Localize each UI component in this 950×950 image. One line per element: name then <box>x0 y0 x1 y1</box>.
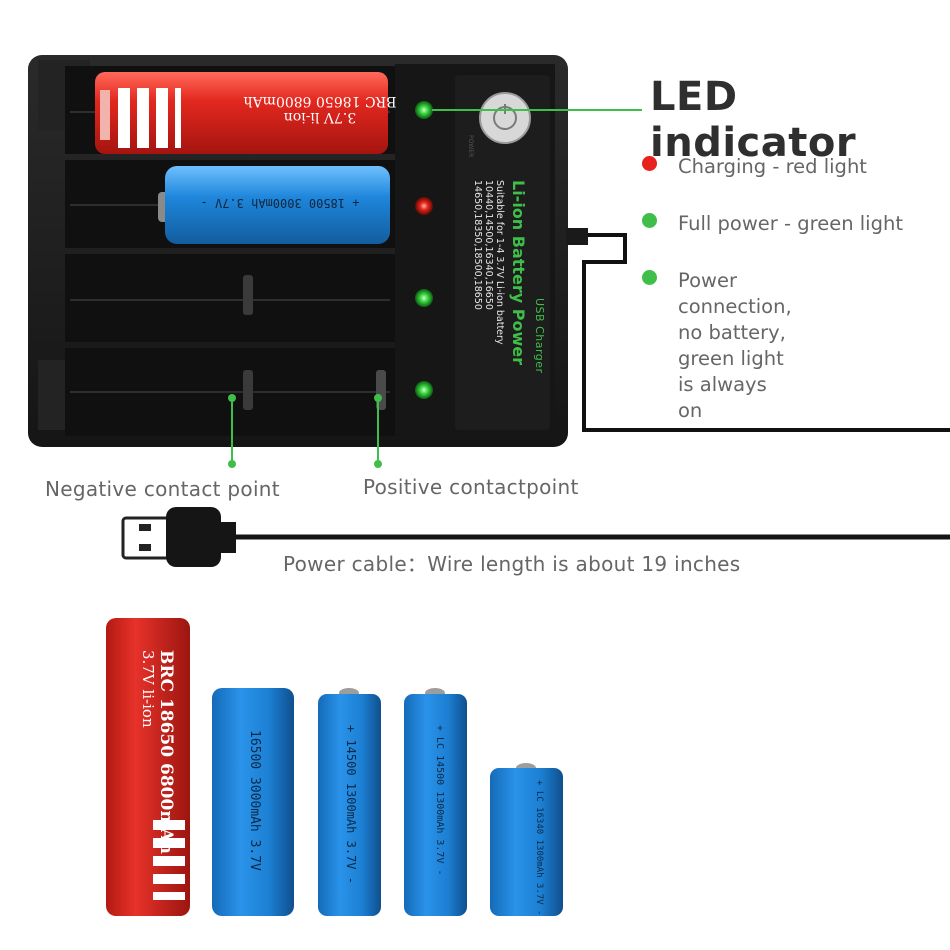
battery-blue-16340 <box>490 763 563 916</box>
legend-full-text: Full power - green light <box>678 212 903 235</box>
slot-battery-blue <box>158 166 390 244</box>
slot-battery-red-label: 3.7V li-ion BRC 18650 6800mAh <box>230 93 410 125</box>
green-dot-icon <box>642 213 657 228</box>
battery-14500-a-label: + 14500 1300mAh 3.7V - <box>344 725 358 884</box>
charger-sizes-line-1: 10440,14500,16340,16650 <box>483 180 494 310</box>
battery-14500-b-label: + LC 14500 1300mAh 3.7V - <box>434 725 445 876</box>
power-button <box>479 92 531 144</box>
led-lights <box>415 101 433 399</box>
charger-suitable-text: Suitable for 1-4 3.7V Li-ion battery 104… <box>472 180 505 345</box>
battery-blue-14500-a <box>318 688 381 916</box>
battery-red-sub: 3.7V li-ion <box>139 650 157 728</box>
battery-red-label: BRC 18650 6800mAh <box>156 650 176 854</box>
charger-text-group: USB Charger <box>526 78 546 438</box>
slot-battery-red-sub: 3.7V li-ion <box>283 109 357 125</box>
slot-battery-red <box>95 72 388 154</box>
charger-title: Li-ion Battery Power <box>509 180 528 365</box>
charger-title-text: Li-ion Battery Power <box>509 180 528 366</box>
charger-suitable-line: Suitable for 1-4 3.7V Li-ion battery <box>494 180 505 345</box>
charger-usb-label: USB Charger <box>533 298 546 374</box>
red-dot-icon <box>642 156 657 171</box>
legend-charging-text: Charging - red light <box>678 155 867 178</box>
battery-16500-label: 16500 3000mAh 3.7V <box>247 730 262 871</box>
battery-red-18650 <box>106 618 190 916</box>
legend-connection-text: Power connection, no battery, green ligh… <box>678 269 792 422</box>
battery-red-text: BRC 18650 6800mAh 3.7V li-ion <box>139 650 176 854</box>
power-cable-label: Power cable：Wire length is about 19 inch… <box>283 552 741 576</box>
led-indicator-title: LED indicator <box>650 74 857 166</box>
slot-battery-red-name: BRC 18650 6800mAh <box>243 93 397 109</box>
battery-blue-16500 <box>212 688 294 916</box>
charger-sizes-line-2: 14650,18350,18500,18650 <box>472 180 483 310</box>
negative-contact-label: Negative contact point <box>45 477 280 501</box>
usb-cable <box>121 507 950 567</box>
battery-16340-label: + LC 16340 1300mAh 3.7V - <box>534 780 544 916</box>
power-button-label: POWER <box>467 135 474 158</box>
battery-lineup <box>106 618 563 916</box>
battery-blue-14500-b <box>404 688 467 916</box>
positive-contact-label: Positive contactpoint <box>363 475 579 499</box>
green-dot-icon <box>642 270 657 285</box>
slot-battery-blue-label: + 18500 3000mAh 3.7V - <box>200 196 360 210</box>
cable-from-charger <box>566 228 950 432</box>
